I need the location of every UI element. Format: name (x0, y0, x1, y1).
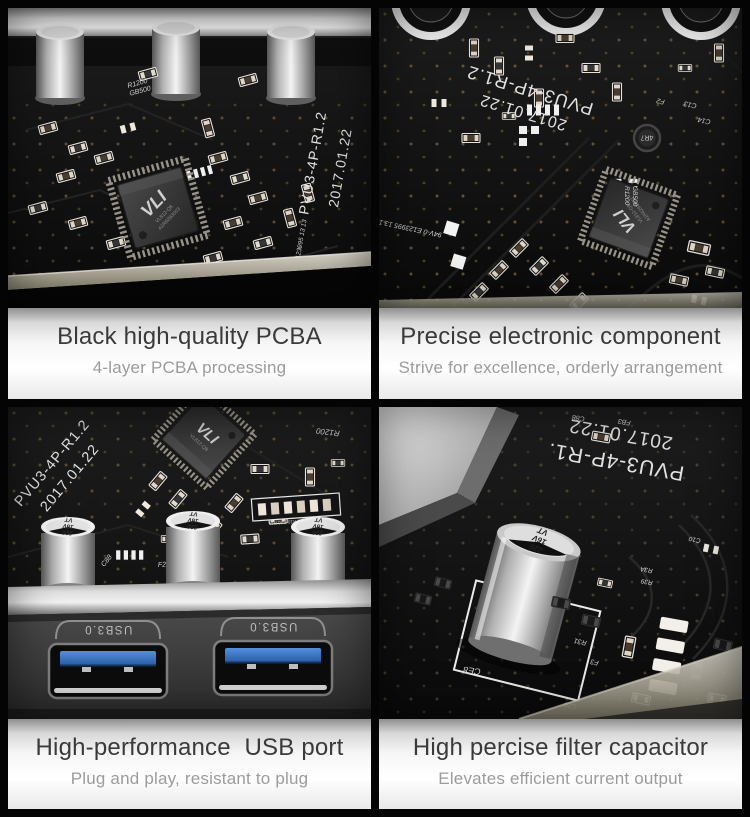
svg-text:FB3: FB3 (617, 417, 631, 426)
usb-port-label: USB3.0 (249, 620, 298, 632)
photo-precise-components: 2017.01.22 PVU3-4P-R1.2 VLI VL812-Q8 A1R… (379, 8, 742, 308)
usb-ports-photo: PVU3-4P-R1.2 2017.01.22 VLI VL812-Q8 (8, 407, 371, 719)
feature-title: Black high-quality PCBA (57, 323, 322, 350)
svg-text:F3: F3 (590, 657, 600, 666)
cap-marking: 220 (62, 528, 74, 535)
usb-housing-block (379, 407, 497, 525)
svg-text:C13: C13 (683, 99, 697, 109)
cap-marking: VT (535, 525, 549, 538)
panel-filter-capacitor: PVU3-4P-R1. 2017.01.22 (379, 407, 742, 809)
capacitor-footprints (391, 8, 741, 40)
feature-title: High percise filter capacitor (412, 734, 709, 761)
usb-port: USB3.0 (212, 617, 334, 697)
panel-precise-components: 2017.01.22 PVU3-4P-R1.2 VLI VL812-Q8 A1R… (379, 8, 742, 399)
cap-marking-group: 220 16V VT (528, 525, 550, 555)
caption-usb-ports: High-performance USB port Plug and play,… (8, 719, 371, 809)
chip-vli: VLI VL812-Q8 A1R6293003 (109, 159, 208, 258)
board-edge (379, 292, 742, 308)
ref-designator: R1200 (315, 426, 340, 438)
photo-black-pcba: VLI VL812-Q8 A1R6293003 PVU3-4P-R1.2 201… (8, 8, 371, 308)
feature-title: High-performance USB port (35, 734, 344, 761)
caption-black-pcba: Black high-quality PCBA 4-layer PCBA pro… (8, 308, 371, 399)
capacitor-row (35, 20, 316, 105)
usb-port: USB3.0 (47, 620, 169, 700)
svg-text:R1200: R1200 (623, 186, 630, 206)
usb-tongue (60, 651, 156, 666)
svg-text:R39: R39 (640, 577, 653, 586)
metal-bar (8, 579, 371, 615)
chip-vli: VLI VL812-Q8 (153, 407, 255, 488)
cap-marking: 220 (187, 522, 199, 529)
caption-precise-components: Precise electronic component Strive for … (379, 308, 742, 399)
chip-vli: VLI VL812-Q8 A1R6293003 (580, 169, 677, 266)
cap-marking: 220 (312, 528, 324, 535)
caption-filter-capacitor: High percise filter capacitor Elevates e… (379, 719, 742, 809)
pcb-photo-topdown: 2017.01.22 PVU3-4P-R1.2 VLI VL812-Q8 A1R… (379, 8, 742, 308)
cap-marking: 16V (187, 516, 199, 523)
svg-text:R31: R31 (573, 636, 587, 646)
svg-text:R3A: R3A (640, 565, 654, 574)
cap-marking: VT (313, 516, 323, 523)
port-bracket (55, 620, 161, 640)
board-edge (8, 252, 371, 290)
feature-subtitle: Plug and play, resistant to plug (70, 769, 309, 788)
cap-marking: VT (63, 516, 73, 523)
feature-title: Precise electronic component (400, 323, 721, 350)
cap-marking: VT (188, 510, 198, 517)
photo-usb-ports: PVU3-4P-R1.2 2017.01.22 VLI VL812-Q8 (8, 407, 371, 719)
svg-text:GB500: GB500 (631, 186, 638, 207)
ref-designator: F2 (158, 561, 167, 569)
svg-text:F2: F2 (656, 96, 666, 105)
inductor-4r7: 4R7 (632, 123, 662, 153)
svg-text:CE8: CE8 (463, 665, 482, 677)
capacitor-photo: PVU3-4P-R1. 2017.01.22 (379, 407, 742, 719)
cap-marking: 16V (312, 522, 324, 529)
ref-designators: R1200 GB500 C13 C14 F2 (623, 96, 711, 206)
usb-port-label: USB3.0 (84, 623, 133, 635)
filter-capacitor: 220 16V VT (456, 523, 581, 675)
svg-text:C14: C14 (697, 115, 711, 125)
port-bracket (220, 617, 326, 637)
svg-text:C10: C10 (688, 534, 701, 543)
svg-text:C88: C88 (571, 413, 585, 422)
photo-filter-capacitor: PVU3-4P-R1. 2017.01.22 (379, 407, 742, 719)
feature-subtitle: 4-layer PCBA processing (92, 358, 287, 377)
panel-usb-ports: PVU3-4P-R1.2 2017.01.22 VLI VL812-Q8 (8, 407, 371, 809)
usb-tongue (225, 648, 321, 663)
panel-black-pcba: VLI VL812-Q8 A1R6293003 PVU3-4P-R1.2 201… (8, 8, 371, 399)
cap-marking: 16V (62, 522, 74, 529)
inductor-label: 4R7 (640, 134, 653, 141)
feature-subtitle: Elevates efficient current output (438, 769, 683, 788)
pcb-photo-angled: VLI VL812-Q8 A1R6293003 PVU3-4P-R1.2 201… (8, 8, 371, 308)
feature-subtitle: Strive for excellence, orderly arrangeme… (398, 358, 723, 377)
